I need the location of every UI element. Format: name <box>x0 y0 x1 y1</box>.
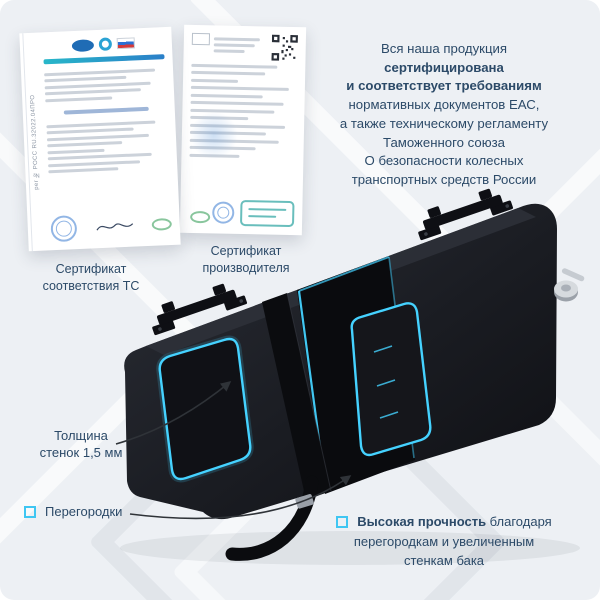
certificate-text-block <box>46 116 169 177</box>
filler-cap <box>554 268 585 302</box>
text-line <box>48 159 141 167</box>
certificate-header-logos <box>43 35 164 53</box>
baffles-callout: Перегородки <box>24 504 122 519</box>
text-line <box>190 100 284 106</box>
text-line <box>44 88 141 96</box>
certificate-text-block <box>44 64 166 105</box>
strength-text: Высокая прочность благодаря <box>357 514 552 529</box>
callout-line: Толщина <box>54 428 108 443</box>
strength-line-2: перегородкам и увеличенным <box>353 533 535 549</box>
text-line <box>47 148 105 154</box>
text-line <box>190 93 263 98</box>
text-line <box>213 43 255 48</box>
certificate-stamps <box>212 199 295 228</box>
text-line <box>46 127 134 135</box>
conformity-certificate-caption: Сертификат соответствия ТС <box>6 261 176 295</box>
baffle-detail <box>373 345 399 419</box>
baffle-plate <box>350 302 432 457</box>
caption-line: Сертификат <box>210 244 282 258</box>
headline-line: а также техническому регламенту <box>339 115 549 131</box>
text-line <box>45 95 112 102</box>
conformity-certificate-document: рег № РОСС RU.32022.04ПРО <box>19 26 181 252</box>
headline-line: транспортных средств России <box>351 172 537 188</box>
text-line <box>47 152 152 161</box>
text-line <box>44 68 156 76</box>
text-line <box>48 167 119 174</box>
mounting-bracket-left <box>152 283 248 336</box>
end-cap-outline <box>158 337 252 481</box>
mounting-bracket-right <box>418 188 514 241</box>
headline-line: Таможенного союза <box>383 134 505 150</box>
round-blue-stamp <box>50 215 78 243</box>
callout-line: стенок 1,5 мм <box>39 444 123 460</box>
text-line <box>190 108 275 114</box>
strap-band <box>262 293 331 500</box>
oval-green-stamp <box>151 217 173 231</box>
flag-emblem-icon <box>116 37 136 50</box>
headline-line: Вся наша продукция <box>380 41 508 56</box>
text-line <box>191 78 238 83</box>
caption-line: соответствия ТС <box>42 278 140 293</box>
qr-code <box>271 34 298 61</box>
strength-line-3: стенкам бака <box>403 553 485 568</box>
caption-line: Сертификат <box>55 262 127 276</box>
manufacturer-certificate-document <box>179 24 307 236</box>
certification-headline: Вся наша продукция сертифицирована и соо… <box>310 40 578 190</box>
certificate-title-bar <box>63 106 149 115</box>
headline-line: нормативных документов ЕАС, <box>348 97 540 113</box>
arrow-baffles <box>129 475 352 520</box>
certificate-header <box>191 32 298 61</box>
document-type-box <box>191 32 211 46</box>
text-line <box>191 63 278 69</box>
baffles-label: Перегородки <box>45 504 123 519</box>
headline-line: О безопасности колесных <box>364 153 524 169</box>
bullet-square-icon <box>24 505 36 518</box>
cut-edge-top <box>298 256 390 292</box>
manufacturer-certificate-caption: Сертификат производителя <box>166 243 326 277</box>
strength-line-1: Высокая прочность благодаря <box>298 512 590 532</box>
text-line <box>44 75 127 83</box>
wall-thickness-callout: Толщина стенок 1,5 мм <box>28 428 134 462</box>
text-line <box>213 49 245 54</box>
strength-note: Высокая прочность благодаря перегородкам… <box>298 512 590 571</box>
round-emblem-logo <box>98 37 113 51</box>
certificate-footer <box>50 211 173 243</box>
oval-green-stamp <box>190 210 211 224</box>
text-line <box>213 37 261 42</box>
text-line <box>190 85 289 91</box>
text-line <box>46 133 149 141</box>
caption-line: производителя <box>202 260 290 275</box>
headline-line: сертифицирована <box>384 59 504 75</box>
headline-line: и соответствует требованиям <box>346 78 542 94</box>
arrow-wall-thickness <box>115 381 232 445</box>
certificate-header-band <box>43 54 165 65</box>
round-blue-stamp <box>212 201 235 224</box>
certificate-text-block <box>213 33 268 56</box>
rect-teal-stamp <box>239 199 295 228</box>
strap-edge <box>286 292 332 492</box>
certification-body-logo <box>71 38 95 52</box>
text-line <box>47 141 123 148</box>
bullet-square-icon <box>336 515 349 528</box>
signature <box>95 223 133 231</box>
text-line <box>191 70 266 76</box>
text-line <box>46 120 156 128</box>
